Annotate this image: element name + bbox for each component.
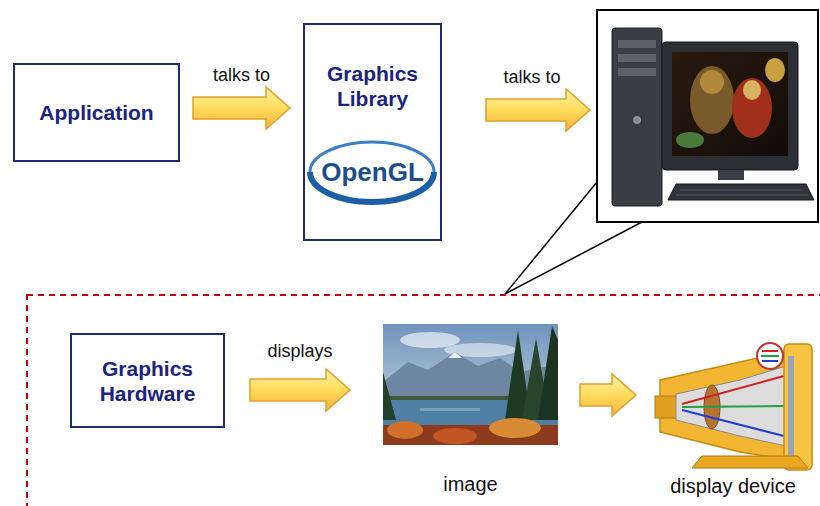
electron-beam xyxy=(682,406,784,407)
edge-label: talks to xyxy=(213,64,270,86)
tree xyxy=(383,372,396,420)
drive-bay xyxy=(618,40,656,48)
crt-bezel xyxy=(784,344,812,470)
electron-beam xyxy=(682,410,784,436)
inset-detail xyxy=(761,355,779,357)
landscape-sky xyxy=(383,324,558,445)
computer-panel xyxy=(597,10,818,222)
foliage xyxy=(433,428,477,444)
picture-node: image xyxy=(383,324,558,496)
drive-bay xyxy=(618,54,656,62)
power-button xyxy=(633,116,641,124)
screen-figure xyxy=(690,66,734,134)
logo-text: OpenGL xyxy=(321,157,424,187)
keyboard-keys xyxy=(680,190,802,191)
crt-screen xyxy=(788,356,794,458)
cloud xyxy=(444,343,516,357)
callout-line xyxy=(505,222,642,294)
screen-figure xyxy=(765,58,785,82)
box-title: Graphics Hardware xyxy=(82,356,213,406)
block-arrow xyxy=(250,369,350,411)
picture-caption: image xyxy=(443,472,497,496)
block-arrow xyxy=(486,89,590,131)
electron-beam xyxy=(682,376,784,404)
snow xyxy=(448,352,462,358)
arrow-label: talks to xyxy=(503,66,560,88)
inset-detail xyxy=(762,360,778,362)
screen-figure xyxy=(676,132,704,148)
labeled-box: Graphics LibraryOpenGL xyxy=(303,23,442,241)
keyboard-keys xyxy=(676,195,808,196)
monitor-screen xyxy=(672,52,788,156)
monitor xyxy=(662,42,798,170)
cloud xyxy=(400,332,460,348)
screen-figure xyxy=(743,80,761,100)
crt-tube xyxy=(676,366,786,446)
box-title: Graphics Library xyxy=(308,61,438,111)
drive-bay xyxy=(618,68,656,76)
edge-label: displays xyxy=(267,340,332,362)
callout-line xyxy=(505,182,597,294)
foliage xyxy=(489,418,541,438)
screen-figure xyxy=(732,78,772,138)
screen-figure xyxy=(700,70,724,94)
picture-caption: display device xyxy=(670,474,796,498)
inset-detail xyxy=(762,350,778,352)
picture-node: display device xyxy=(648,340,818,498)
monitor-stand xyxy=(718,170,744,180)
reflection xyxy=(420,408,480,411)
shadow-mask-inset xyxy=(757,343,783,369)
tree xyxy=(538,326,558,420)
labeled-box: Graphics Hardware xyxy=(70,333,225,428)
box-title: Application xyxy=(39,100,153,125)
foliage xyxy=(387,421,423,439)
block-arrow xyxy=(193,87,290,129)
block-arrow xyxy=(580,374,636,416)
dashed-region xyxy=(27,295,820,506)
computer-tower xyxy=(612,28,662,206)
crt-base xyxy=(692,456,808,468)
labeled-box: Application xyxy=(13,63,180,162)
keyboard xyxy=(668,184,814,200)
